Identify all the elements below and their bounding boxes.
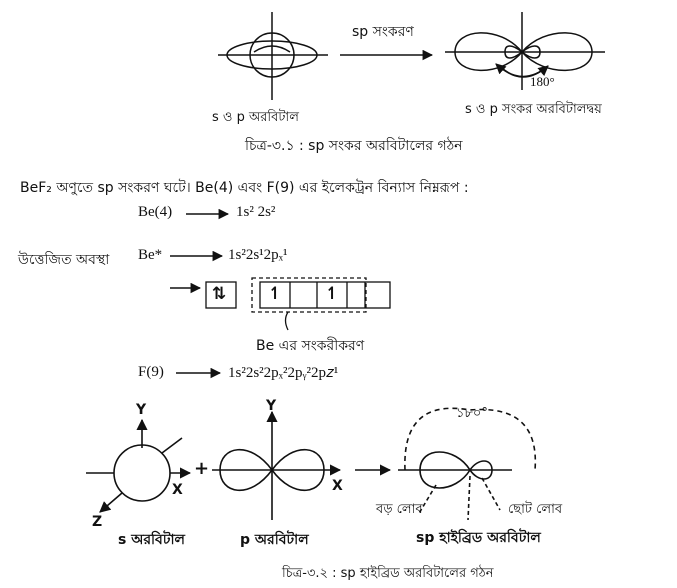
orbital-boxes xyxy=(205,277,391,331)
fig1-right-caption: s ও p সংকর অরবিটালদ্বয় xyxy=(465,102,602,117)
fig2-s-orbital xyxy=(86,418,192,513)
fig2-caption: চিত্র-৩.২ : sp হাইব্রিড অরবিটালের গঠন xyxy=(282,566,494,581)
fig1-angle-label: 180° xyxy=(530,74,555,89)
be-star-rhs: 1s²2s¹2pₓ¹ xyxy=(228,247,288,263)
box-3-electron: ↿ xyxy=(325,284,340,304)
fig2-p-orbital xyxy=(212,410,342,520)
fig1-caption: চিত্র-৩.১ : sp সংকর অরবিটালের গঠন xyxy=(245,138,463,154)
f-rhs: 1s²2s²2pₓ²2pᵧ²2p𝑧¹ xyxy=(228,365,339,381)
be-rhs: 1s² 2s² xyxy=(236,204,276,220)
fig2-angle-label: ১৮০° xyxy=(456,406,488,421)
fig2-plus-sign: + xyxy=(194,458,210,479)
fig2-sp-orbital xyxy=(398,407,537,521)
f-lhs: F(9) xyxy=(138,364,164,380)
fig1-arrow-label: sp সংকরণ xyxy=(352,24,414,40)
fig2-y-axis-label-1: Y xyxy=(136,402,147,418)
be-star-lhs: Be* xyxy=(138,247,163,263)
hybridization-note: Be এর সংকরীকরণ xyxy=(256,338,365,354)
box-1-electrons: ⇅ xyxy=(212,284,227,304)
fig1-s-p-orbitals xyxy=(218,12,328,100)
intro-paragraph: BeF₂ অণুতে sp সংকরণ ঘটে। Be(4) এবং F(9) … xyxy=(20,180,469,196)
fig2-y-axis-label-2: Y xyxy=(266,398,277,414)
fig2-big-lobe-label: বড় লোব xyxy=(376,502,423,517)
fig2-p-label: p অরবিটাল xyxy=(240,532,309,548)
box-2-electron: ↿ xyxy=(268,284,283,304)
excited-state-label: উত্তেজিত অবস্থা xyxy=(18,252,110,268)
fig1-sp-hybrids xyxy=(445,12,605,90)
fig2-z-axis-label-1: Z xyxy=(92,514,103,530)
fig2-x-axis-label-2: X xyxy=(332,478,343,494)
fig2-x-axis-label-1: X xyxy=(172,482,183,498)
be-lhs: Be(4) xyxy=(138,204,173,220)
fig2-s-label: s অরবিটাল xyxy=(118,532,185,548)
fig2-small-lobe-label: ছোট লোব xyxy=(508,502,563,517)
fig2-sp-label: sp হাইব্রিড অরবিটাল xyxy=(416,530,541,546)
fig1-left-caption: s ও p অরবিটাল xyxy=(212,110,299,125)
